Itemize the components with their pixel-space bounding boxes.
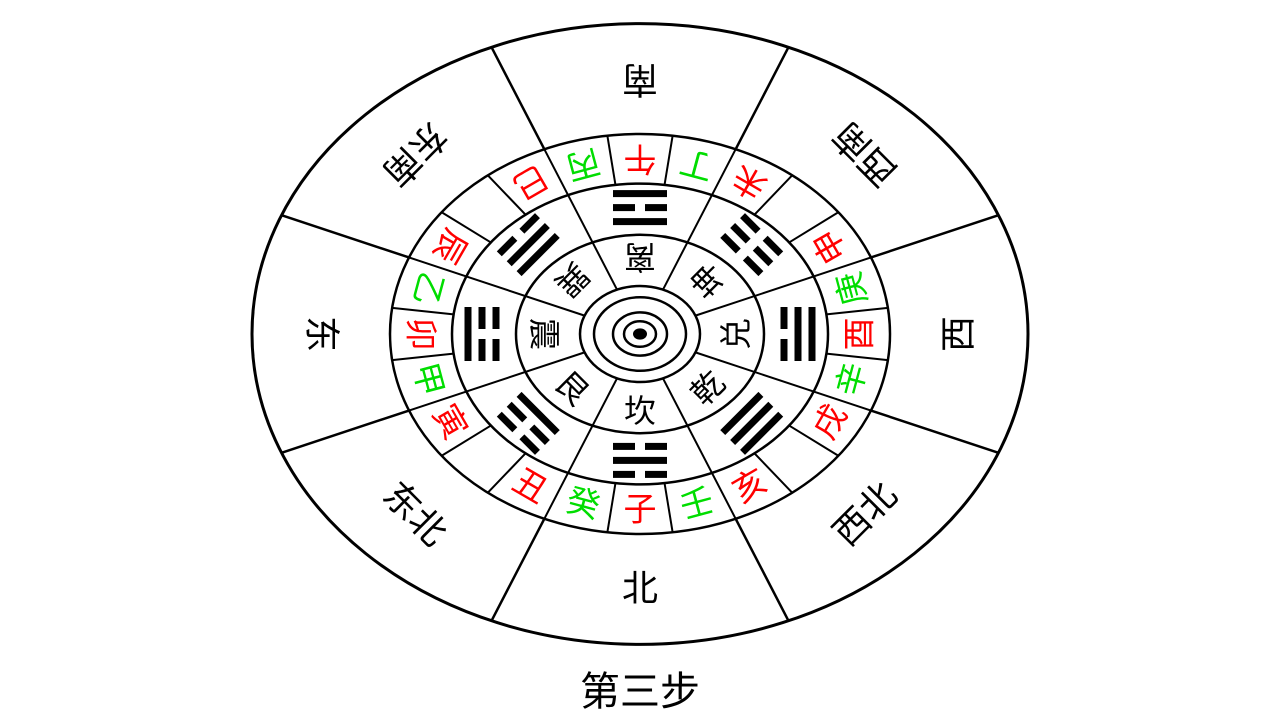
direction-divider <box>281 214 410 259</box>
trigram-name: 离 <box>624 238 656 276</box>
trigram-symbols <box>464 190 816 478</box>
direction-label: 东北 <box>374 474 454 554</box>
trigram-divider <box>465 275 585 317</box>
direction-label: 西南 <box>826 114 906 194</box>
mountain-divider <box>606 135 617 186</box>
trigram-symbol-0 <box>613 190 667 226</box>
mountain-label: 卯 <box>402 318 441 351</box>
mountain-divider <box>392 352 454 362</box>
mountain-label: 未 <box>725 157 773 207</box>
mountain-label: 寅 <box>425 398 475 446</box>
mountain-divider <box>606 482 617 533</box>
mountain-divider <box>826 306 888 316</box>
mountain-label: 癸 <box>562 480 604 526</box>
mountain-divider <box>487 174 527 216</box>
mountain-divider <box>711 472 737 520</box>
mountain-label: 壬 <box>676 480 718 526</box>
direction-label: 东 <box>301 316 342 352</box>
direction-label: 西北 <box>826 474 906 554</box>
trigram-divider <box>695 275 815 317</box>
mountain-divider <box>408 390 467 412</box>
mountain-divider <box>441 211 492 244</box>
compass-rings <box>250 22 1030 646</box>
trigram-divider <box>567 194 618 291</box>
mountain-divider <box>788 424 839 457</box>
mountain-divider <box>711 148 737 196</box>
mountain-divider <box>663 135 674 186</box>
trigram-symbol-2 <box>780 307 816 361</box>
mountain-label: 乙 <box>405 268 451 310</box>
mountain-divider <box>408 256 467 278</box>
trigram-name: 震 <box>525 318 563 350</box>
mountain-label: 子 <box>624 490 657 529</box>
mountain-label: 亥 <box>725 461 773 511</box>
mountain-divider <box>753 452 793 494</box>
trigram-divider <box>567 377 618 474</box>
direction-divider <box>490 518 546 622</box>
diagram-caption: 第三步 <box>580 669 700 715</box>
ring-6 <box>611 311 669 357</box>
mountain-divider <box>788 211 839 244</box>
trigram-symbol-1 <box>720 213 784 277</box>
mountain-label: 丙 <box>562 142 604 188</box>
trigram-divider <box>695 351 815 393</box>
trigram-name: 坎 <box>624 392 656 430</box>
trigram-symbol-6 <box>464 307 500 361</box>
direction-divider <box>734 46 790 150</box>
mountain-divider <box>487 452 527 494</box>
mountain-label: 辰 <box>425 222 475 270</box>
direction-divider <box>281 409 410 454</box>
mountain-label: 午 <box>624 139 657 178</box>
direction-divider <box>870 409 999 454</box>
mountain-label: 甲 <box>405 358 451 400</box>
mountain-label: 丑 <box>506 461 554 511</box>
trigram-symbol-5 <box>496 391 560 455</box>
mountain-divider <box>543 472 569 520</box>
mountain-label: 酉 <box>840 318 879 351</box>
mountain-label: 庚 <box>828 268 874 310</box>
ring-5 <box>592 295 688 373</box>
trigram-name: 兑 <box>717 318 755 350</box>
direction-label: 北 <box>622 569 658 610</box>
mountain-label: 戌 <box>805 398 855 446</box>
compass-dividers <box>281 46 999 622</box>
ring-2 <box>450 182 830 486</box>
mountain-label: 丁 <box>676 142 718 188</box>
trigram-symbol-7 <box>496 213 560 277</box>
mountain-divider <box>826 352 888 362</box>
mountain-divider <box>753 174 793 216</box>
mountain-label: 申 <box>805 222 855 270</box>
mountain-divider <box>441 424 492 457</box>
trigram-symbol-3 <box>720 391 784 455</box>
mountain-label: 辛 <box>828 358 874 400</box>
mountain-divider <box>813 390 872 412</box>
trigram-divider <box>662 194 713 291</box>
direction-divider <box>734 518 790 622</box>
ring-7 <box>622 319 658 349</box>
ring-4 <box>578 284 702 384</box>
mountain-divider <box>543 148 569 196</box>
mountain-label: 巳 <box>506 157 554 207</box>
ring-3 <box>514 233 766 435</box>
direction-label: 西 <box>939 316 980 352</box>
mountain-divider <box>392 306 454 316</box>
center-target-icon <box>633 328 647 340</box>
trigram-divider <box>465 351 585 393</box>
ring-1 <box>388 132 892 536</box>
direction-label: 东南 <box>374 114 454 194</box>
mountain-divider <box>813 256 872 278</box>
direction-label: 南 <box>622 58 658 99</box>
trigram-divider <box>662 377 713 474</box>
trigram-symbol-4 <box>613 442 667 478</box>
direction-divider <box>490 46 546 150</box>
ring-0 <box>250 22 1030 646</box>
mountain-divider <box>663 482 674 533</box>
direction-divider <box>870 214 999 259</box>
